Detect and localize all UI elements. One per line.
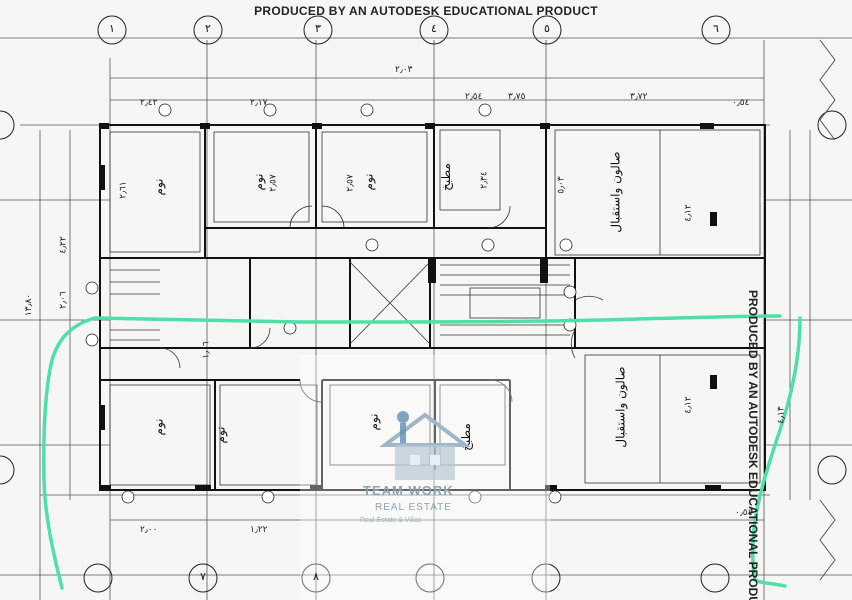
axis-bubbles — [0, 15, 847, 593]
dimension-label: ٢٫٠٣ — [395, 65, 413, 75]
dimension-label: ٤٫١٢ — [683, 396, 694, 414]
dimension-label: ٣٫٧٥ — [508, 92, 526, 102]
dimension-label: ٤٫٢٢ — [58, 236, 69, 254]
watermark-subtitle: REAL ESTATE — [375, 502, 452, 513]
dimension-label: ١٣٫٨٠ — [24, 293, 35, 317]
room-label-salon: صالون واستقبال — [613, 366, 628, 448]
dimension-label: ٢٫٠٠ — [140, 525, 158, 535]
room-label-bedroom: نوم — [361, 173, 376, 191]
axis-bubble-label: ٧ — [200, 570, 206, 583]
dimension-label: ٤٫١٣ — [776, 406, 787, 424]
watermark-tagline: Real Estate & Villas — [360, 517, 422, 524]
break-line — [819, 39, 836, 581]
dimension-label: ٢٫١٧ — [250, 98, 268, 108]
dimension-label: ٥٫٠٣ — [556, 176, 567, 194]
room-label-bedroom: نوم — [251, 173, 266, 191]
dimension-label: ٠٫٥٤ — [732, 98, 750, 108]
watermark-title: TEAM WORK — [363, 483, 454, 498]
axis-bubble-label: ٢ — [205, 22, 211, 35]
highlight-outline — [42, 314, 802, 590]
axis-bubble-label: ٤ — [431, 22, 437, 35]
dimension-label: ٤٫١٢ — [683, 204, 694, 222]
dimension-label: ٢٫٤٢ — [140, 98, 158, 108]
dimension-label: ٢٫٠٦ — [58, 291, 69, 309]
interior-details — [109, 129, 761, 486]
dimension-label: ٣٫٧٢ — [630, 92, 648, 102]
side-header-text: PRODUCED BY AN AUTODESK EDUCATIONAL PROD… — [746, 290, 760, 600]
axis-bubble-label: ٣ — [315, 22, 321, 35]
dimension-label: ٢٫٦١ — [118, 181, 129, 199]
axis-bubble-label: ٦ — [713, 22, 719, 35]
dimension-label: ٠٫٥٤ — [735, 508, 753, 518]
dimension-label: ١٫٠٦ — [201, 341, 212, 359]
team-work-watermark: TEAM WORK REAL ESTATE Real Estate & Vill… — [355, 405, 495, 535]
axis-bubble-label: ٥ — [544, 22, 550, 35]
dimension-label: ٢٫٥٧ — [268, 174, 279, 192]
top-header-text: PRODUCED BY AN AUTODESK EDUCATIONAL PROD… — [254, 4, 598, 18]
room-label-bedroom: نوم — [151, 418, 166, 436]
columns — [99, 123, 721, 491]
room-label-kitchen: مطبخ — [438, 163, 453, 191]
room-label-salon: صالون واستقبال — [608, 151, 623, 233]
house-logo-icon — [379, 411, 471, 480]
room-label-bedroom: نوم — [213, 426, 228, 444]
dimension-label: ٢٫٥٧ — [345, 174, 356, 192]
room-label-bedroom: نوم — [151, 178, 166, 196]
axis-bubble-label: ١ — [109, 22, 115, 35]
dimension-label: ٢٫٥٤ — [465, 92, 483, 102]
dimension-label: ٢٫٣٤ — [479, 171, 490, 189]
dimension-label: ١٫٢٢ — [250, 525, 268, 535]
axis-bubble-label: ٨ — [313, 570, 319, 583]
